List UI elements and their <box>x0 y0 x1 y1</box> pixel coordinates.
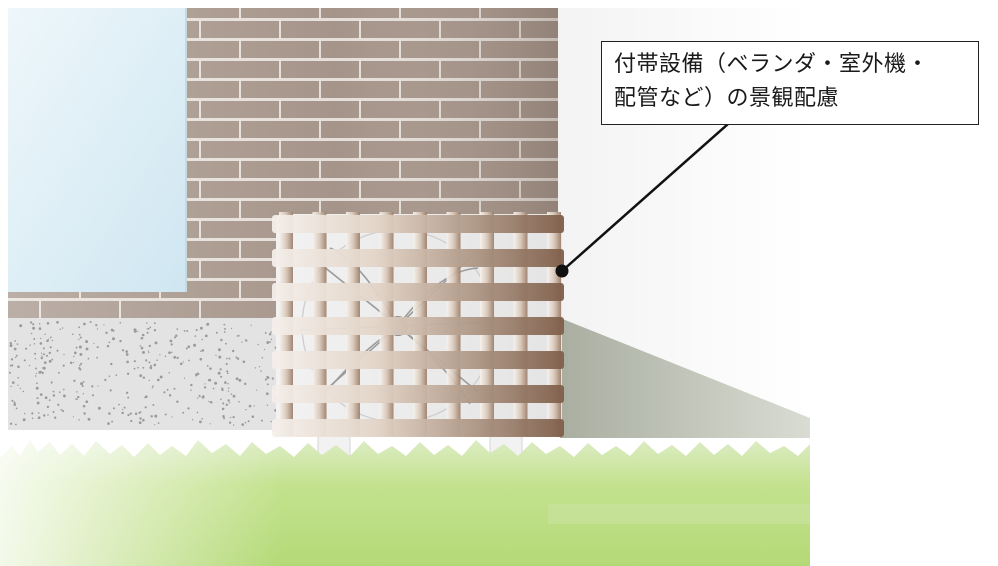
callout-leader-line <box>561 123 729 272</box>
callout-line-1: 付帯設備（ベランダ・室外機・ <box>614 52 930 77</box>
callout-line-2: 配管など）の景観配慮 <box>614 86 840 111</box>
callout-box: 付帯設備（ベランダ・室外機・ 配管など）の景観配慮 <box>601 41 979 125</box>
unit-shadow <box>560 318 810 438</box>
lawn <box>0 440 810 566</box>
lattice-screen-icon <box>272 212 564 437</box>
concrete-foundation <box>8 318 296 430</box>
callout-pointer-dot <box>555 264 569 278</box>
concrete-texture <box>8 320 295 426</box>
window <box>8 8 186 292</box>
